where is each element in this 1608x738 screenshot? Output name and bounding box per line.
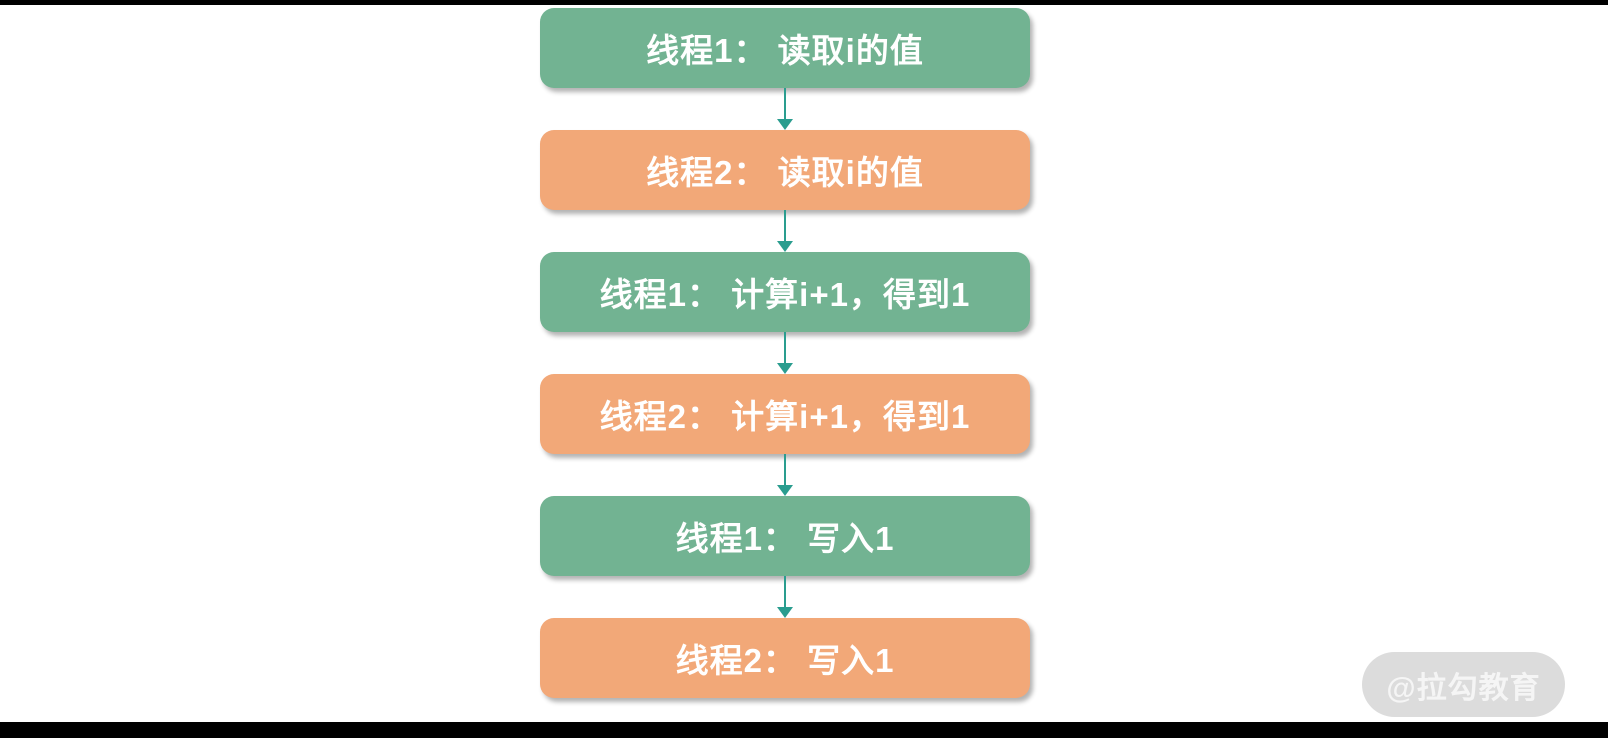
down-arrow-icon (540, 88, 1030, 130)
flowchart: 线程1： 读取i的值 线程2： 读取i的值 线程1： 计算i+1，得到1 线程2… (540, 8, 1030, 698)
down-arrow-icon (540, 332, 1030, 374)
arrow-head (777, 119, 793, 130)
arrow-line (784, 210, 786, 243)
down-arrow-icon (540, 210, 1030, 252)
watermark-badge: @拉勾教育 (1362, 652, 1565, 717)
flow-node-label: 线程1： 读取i的值 (646, 32, 924, 69)
arrow-head (777, 363, 793, 374)
flow-node-thread2-compute: 线程2： 计算i+1，得到1 (540, 374, 1030, 454)
arrow-head (777, 241, 793, 252)
bottom-black-bar (0, 722, 1608, 738)
arrow-head (777, 485, 793, 496)
flow-node-thread2-read: 线程2： 读取i的值 (540, 130, 1030, 210)
flow-node-thread1-read: 线程1： 读取i的值 (540, 8, 1030, 88)
top-black-bar (0, 0, 1608, 5)
flow-node-label: 线程1： 计算i+1，得到1 (599, 276, 971, 313)
flow-node-label: 线程1： 写入1 (675, 520, 895, 557)
arrow-head (777, 607, 793, 618)
flow-node-label: 线程2： 计算i+1，得到1 (599, 398, 971, 435)
arrow-line (784, 576, 786, 609)
down-arrow-icon (540, 576, 1030, 618)
down-arrow-icon (540, 454, 1030, 496)
flow-node-thread1-compute: 线程1： 计算i+1，得到1 (540, 252, 1030, 332)
flow-node-label: 线程2： 写入1 (675, 642, 895, 679)
flow-node-thread1-write: 线程1： 写入1 (540, 496, 1030, 576)
arrow-line (784, 332, 786, 365)
flow-node-label: 线程2： 读取i的值 (646, 154, 924, 191)
arrow-line (784, 88, 786, 121)
arrow-line (784, 454, 786, 487)
watermark-text: @拉勾教育 (1386, 671, 1541, 705)
flow-node-thread2-write: 线程2： 写入1 (540, 618, 1030, 698)
